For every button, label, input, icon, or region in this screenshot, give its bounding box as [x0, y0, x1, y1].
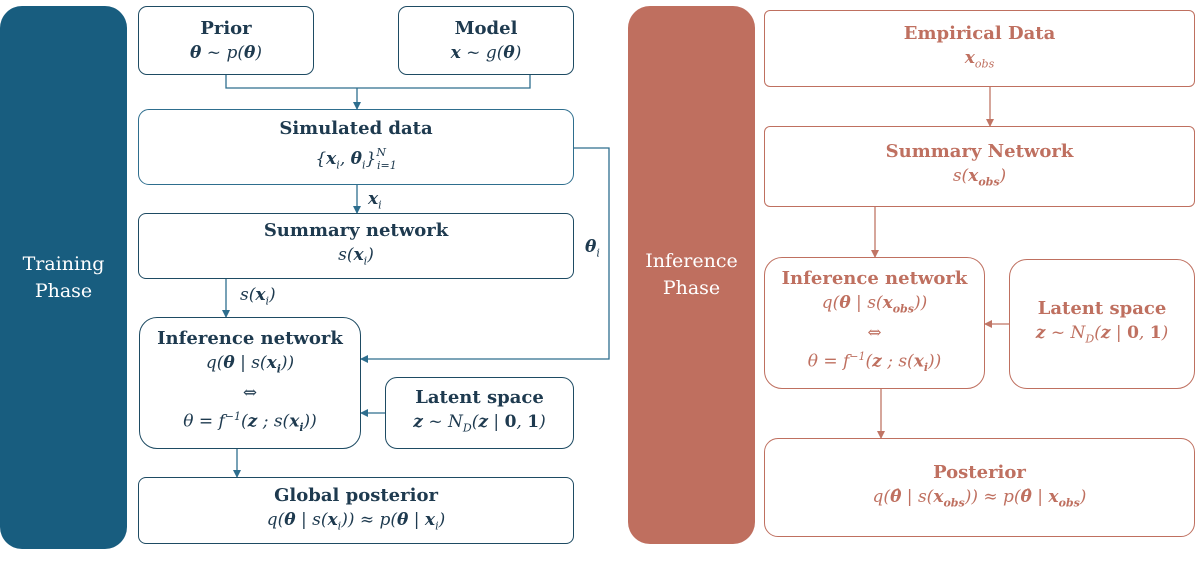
latent-space-formula: z ~ ND(z | 0, 1) — [413, 412, 546, 435]
model-formula: x ~ g(θ) — [450, 43, 522, 63]
latent-space-title-r: Latent space — [1037, 298, 1167, 320]
model-title: Model — [454, 18, 518, 39]
simulated-data-box: Simulated data {xi, θi}Ni=1 — [138, 109, 574, 185]
edge-label-sxi: s(xi) — [238, 285, 278, 308]
empirical-data-formula: xobs — [964, 47, 995, 71]
summary-network-formula: s(xi) — [338, 245, 374, 268]
training-phase-bar: Training Phase — [0, 6, 127, 549]
inference-network-formula1: q(θ | s(xi)) — [205, 352, 295, 376]
global-posterior-box: Global posterior q(θ | s(xi)) ≈ p(θ | xi… — [138, 477, 574, 544]
edge-label-xi: xi — [366, 189, 384, 212]
posterior-box-r: Posterior q(θ̂ | s(xobs)) ≈ p(θ̂ | xobs) — [764, 438, 1195, 537]
latent-space-box: Latent space z ~ ND(z | 0, 1) — [385, 377, 574, 449]
summary-network-formula-r: s(xobs) — [952, 165, 1007, 189]
inference-phase-label: Inference Phase — [645, 250, 738, 299]
prior-box: Prior θ ~ p(θ) — [138, 6, 314, 75]
simulated-data-title: Simulated data — [279, 118, 433, 140]
latent-space-box-r: Latent space z ~ ND(z | 0, 1) — [1009, 259, 1195, 389]
global-posterior-title: Global posterior — [274, 484, 438, 506]
posterior-formula-r: q(θ̂ | s(xobs)) ≈ p(θ̂ | xobs) — [872, 486, 1087, 510]
latent-space-formula-r: z ~ ND(z | 0, 1) — [1035, 323, 1169, 346]
inference-network-formula2: θ = f−1(z ; s(xi)) — [183, 410, 317, 435]
inference-network-box-r: Inference network q(θ | s(xobs)) ⇔ θ = f… — [764, 257, 985, 389]
inference-network-title-r: Inference network — [781, 267, 968, 289]
model-box: Model x ~ g(θ) — [398, 6, 574, 75]
equivalence-symbol: ⇔ — [242, 383, 258, 404]
summary-network-title: Summary network — [263, 220, 449, 242]
edge-label-thetai: θi — [583, 237, 602, 260]
inference-phase-bar: Inference Phase — [628, 6, 755, 544]
posterior-title-r: Posterior — [933, 461, 1026, 483]
theta-feedback-arrow — [360, 147, 610, 363]
inference-network-formula2-r: θ = f−1(z ; s(xi)) — [807, 350, 942, 375]
prior-formula: θ ~ p(θ) — [190, 43, 262, 63]
empirical-data-box: Empirical Data xobs — [764, 10, 1195, 87]
inference-network-title: Inference network — [157, 327, 343, 349]
inference-network-formula1-r: q(θ | s(xobs)) — [821, 292, 928, 316]
summary-network-box: Summary network s(xi) — [138, 213, 574, 279]
training-phase-label: Training Phase — [22, 252, 105, 302]
summary-network-title-r: Summary Network — [885, 140, 1074, 162]
inference-network-box: Inference network q(θ | s(xi)) ⇔ θ = f−1… — [139, 317, 361, 449]
equivalence-symbol-r: ⇔ — [867, 323, 882, 344]
latent-space-title: Latent space — [415, 387, 544, 409]
empirical-data-title: Empirical Data — [903, 22, 1056, 44]
simulated-data-formula: {xi, θi}Ni=1 — [315, 146, 397, 172]
prior-connector — [225, 74, 531, 89]
summary-network-box-r: Summary Network s(xobs) — [764, 126, 1195, 207]
global-posterior-formula: q(θ | s(xi)) ≈ p(θ | xi) — [266, 509, 446, 533]
prior-title: Prior — [200, 18, 252, 39]
